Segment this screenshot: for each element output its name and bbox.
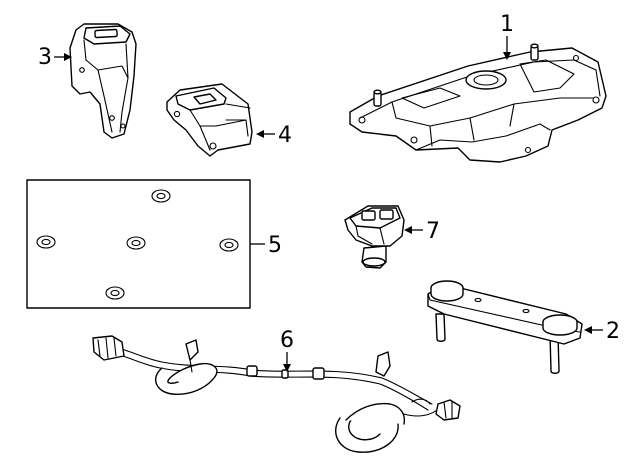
callout-number: 5 — [268, 233, 282, 258]
callout-3: 3 — [38, 45, 72, 70]
callout-number: 7 — [426, 219, 440, 244]
callout-6: 6 — [280, 328, 294, 372]
grommet-icon — [105, 286, 125, 300]
callout-number: 2 — [606, 319, 620, 344]
grommet-icon — [36, 235, 56, 249]
sensor-icon — [344, 205, 405, 269]
callout-number: 3 — [38, 45, 52, 70]
callout-4: 4 — [256, 123, 292, 148]
mounting-bracket-plate-icon — [349, 43, 607, 163]
callout-number: 4 — [278, 123, 292, 148]
callout-number: 1 — [500, 12, 514, 37]
pad-panel-icon — [26, 179, 251, 309]
grommet-icon — [151, 189, 171, 203]
grommet-icon — [126, 236, 146, 250]
callout-5: 5 — [250, 233, 282, 258]
stud-bracket-icon — [427, 280, 583, 374]
upright-bracket-icon — [69, 23, 137, 139]
grommet-icon — [219, 238, 239, 252]
callout-1: 1 — [500, 12, 514, 60]
sensor-mount-bracket-icon — [166, 83, 253, 157]
wire-harness-icon — [92, 335, 461, 453]
callout-2: 2 — [584, 319, 620, 344]
callout-7: 7 — [404, 219, 440, 244]
callout-number: 6 — [280, 328, 294, 353]
